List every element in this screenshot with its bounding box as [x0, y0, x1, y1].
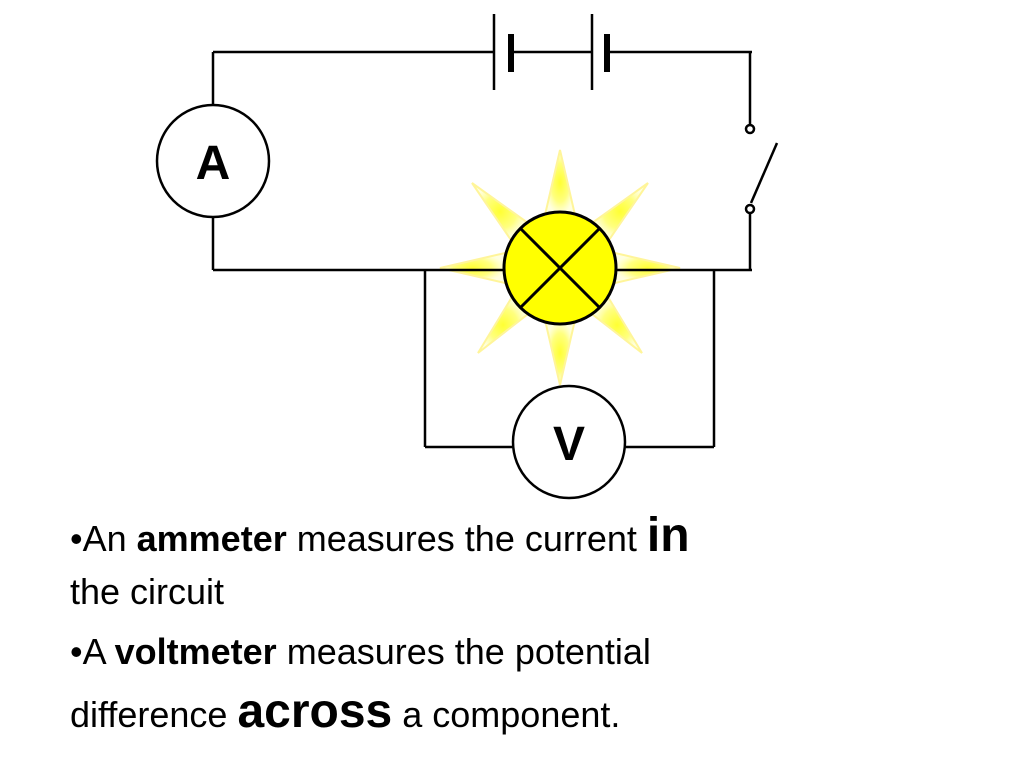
ray-left: [439, 251, 506, 285]
bullet-voltmeter-suffix: a component.: [392, 694, 621, 735]
ammeter-icon: A: [155, 103, 271, 219]
switch-contact-top: [744, 123, 756, 135]
bullet-voltmeter-term: voltmeter: [114, 631, 277, 672]
ray-right: [614, 251, 681, 285]
battery-icon: [492, 14, 610, 90]
bullet-ammeter-continuation: the circuit: [70, 571, 225, 612]
bullet-ammeter-line-1: •An ammeter measures the current in: [70, 508, 690, 567]
wires: [211, 50, 752, 449]
bullet-voltmeter-line-1: •A voltmeter measures the potential: [70, 624, 651, 680]
lamp-icon: [502, 210, 618, 326]
bullet-ammeter-middle: measures the current: [286, 518, 647, 559]
switch-contact-bottom: [744, 203, 756, 215]
circuit-diagram: A V: [155, 14, 779, 500]
ammeter-circle: [155, 103, 271, 219]
switch-icon: [744, 123, 779, 215]
bullet-voltmeter-middle: measures the potential: [276, 631, 651, 672]
bullet-ammeter-term: ammeter: [136, 518, 287, 559]
ray-up: [543, 149, 577, 216]
bullet-ammeter-line-2: the circuit: [70, 572, 224, 612]
voltmeter-label: V: [553, 418, 585, 471]
bullet-voltmeter-emphasis: across: [237, 685, 393, 738]
voltmeter-circle: [511, 384, 627, 500]
bullet-ammeter-emphasis: in: [646, 509, 690, 562]
switch-lever: [749, 142, 779, 204]
bullet-voltmeter-continuation: difference: [70, 694, 238, 735]
bullet-voltmeter-prefix: •A: [70, 631, 115, 672]
ammeter-label: A: [196, 137, 231, 190]
voltmeter-icon: V: [511, 384, 627, 500]
ray-down: [543, 319, 577, 386]
bullet-ammeter-prefix: •An: [70, 518, 137, 559]
lamp-cross-2: [518, 226, 602, 310]
bullet-voltmeter-line-2: difference across a component.: [70, 678, 620, 749]
